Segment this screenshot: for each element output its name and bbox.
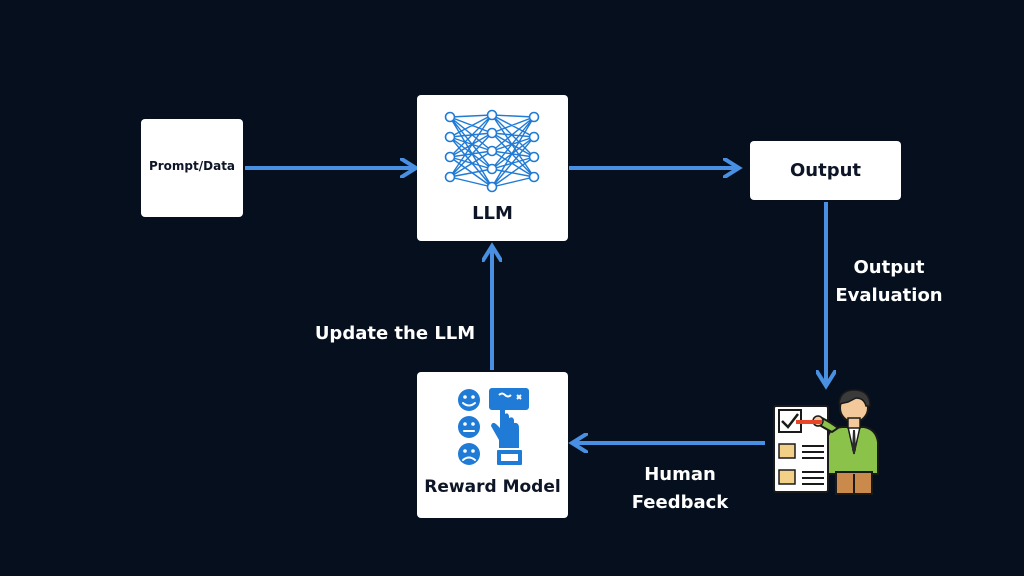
human-feedback-label: Human Feedback [616, 461, 744, 517]
output-evaluation-line1: Output [853, 257, 925, 278]
human-feedback-line2: Feedback [631, 492, 729, 513]
output-evaluation-label: Output Evaluation [826, 254, 952, 310]
output-label: Output [789, 160, 862, 181]
prompt-data-label: Prompt/Data [148, 159, 236, 173]
neural-network-icon [444, 109, 540, 193]
prompt-data-box: Prompt/Data [141, 119, 243, 217]
human-feedback-line1: Human [644, 464, 716, 485]
reward-model-box: Reward Model [417, 372, 568, 518]
output-box: Output [750, 141, 901, 200]
llm-box: LLM [417, 95, 568, 241]
reward-model-label: Reward Model [424, 477, 561, 497]
llm-label: LLM [472, 203, 513, 224]
human-evaluator-icon [773, 389, 879, 495]
update-llm-label: Update the LLM [314, 323, 476, 344]
output-evaluation-line2: Evaluation [835, 285, 943, 306]
feedback-hand-icon [458, 388, 529, 465]
